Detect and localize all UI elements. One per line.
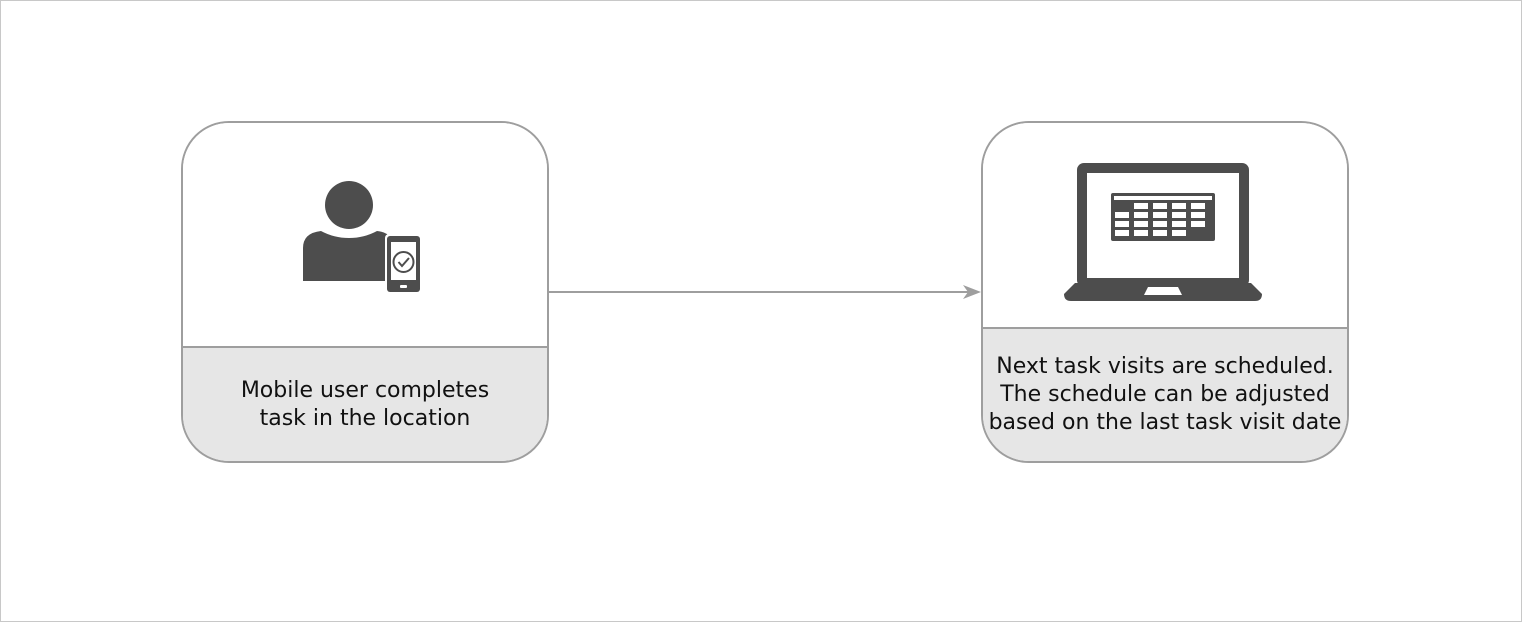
- node-icon-area: [183, 123, 547, 350]
- node-caption: Next task visits are scheduled. The sche…: [988, 354, 1342, 435]
- laptop-calendar-icon: [1064, 163, 1262, 301]
- arrowhead: [963, 285, 981, 299]
- node-mobile-task: Mobile user completes task in the locati…: [181, 121, 549, 463]
- node-caption-area: Mobile user completes task in the locati…: [183, 346, 547, 461]
- node-schedule: Next task visits are scheduled. The sche…: [981, 121, 1349, 463]
- node-caption: Mobile user completes task in the locati…: [240, 377, 490, 431]
- node-caption-area: Next task visits are scheduled. The sche…: [983, 327, 1347, 461]
- mobile-user-check-icon: [303, 181, 422, 294]
- node-icon-area: [983, 123, 1347, 331]
